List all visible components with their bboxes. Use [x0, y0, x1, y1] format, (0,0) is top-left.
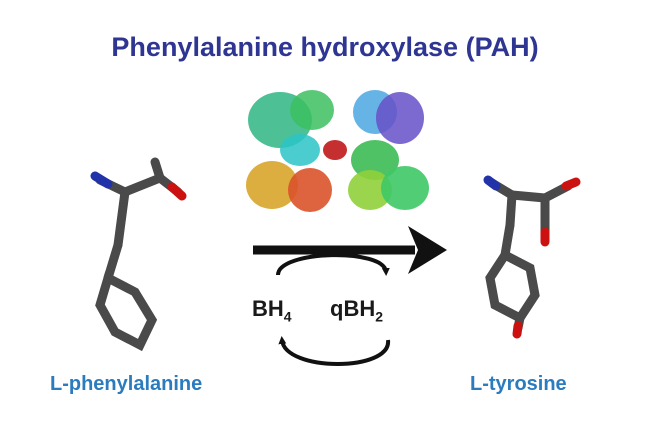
- tyrosine-molecule: [483, 175, 581, 339]
- cofactor-qbh2-subscript: 2: [375, 308, 384, 325]
- phenylalanine-molecule: [90, 157, 187, 352]
- diagram-title: Phenylalanine hydroxylase (PAH): [111, 32, 539, 62]
- product-label: L-tyrosine: [470, 373, 567, 395]
- cofactor-arrow-top: [276, 253, 390, 276]
- cofactor-bh4-label: BH4: [252, 296, 292, 324]
- pah-protein-structure: [246, 90, 429, 212]
- reaction-arrow: [253, 226, 447, 274]
- cofactor-qbh2-base: qBH: [330, 296, 376, 321]
- substrate-label: L-phenylalanine: [50, 373, 203, 395]
- cofactor-qbh2-label: qBH2: [330, 296, 383, 324]
- cofactor-arrow-bottom: [278, 336, 390, 366]
- cofactor-bh4-subscript: 4: [283, 308, 292, 325]
- cofactor-bh4-base: BH: [252, 296, 284, 321]
